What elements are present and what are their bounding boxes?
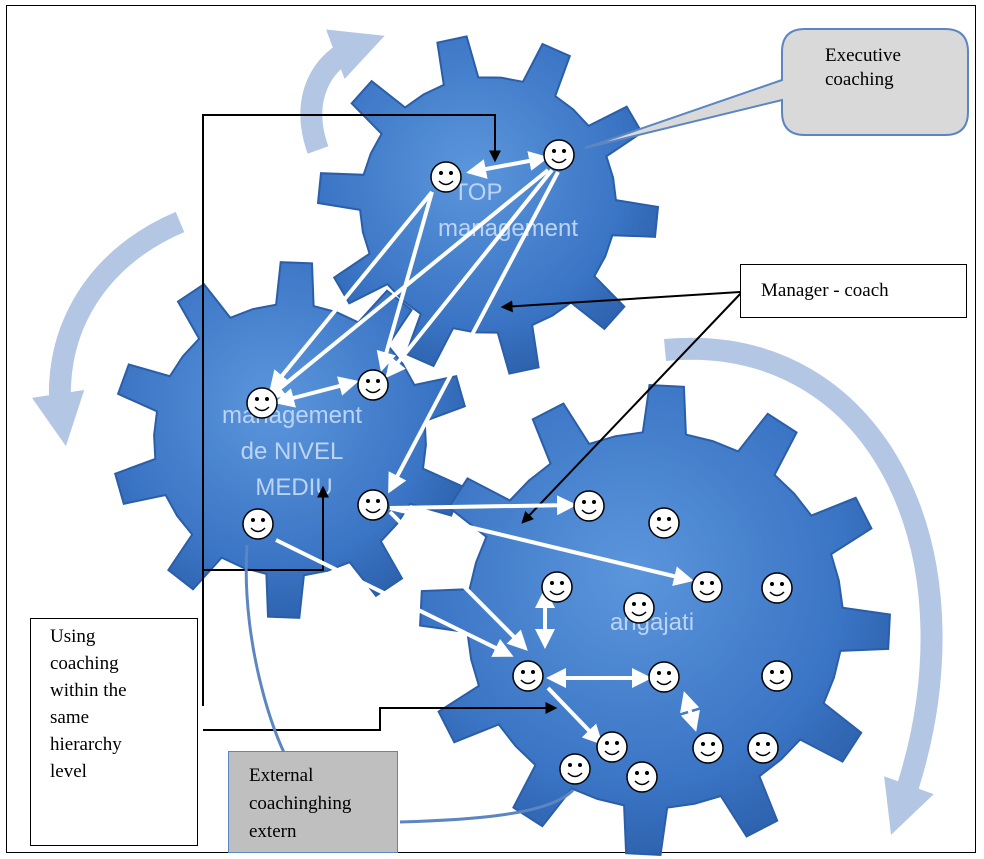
executive-coaching-callout: Executive coaching <box>782 30 970 134</box>
middle-gear-label-2: de NIVEL <box>241 438 344 465</box>
smiley-face-icon <box>692 732 724 764</box>
middle-gear-label-3: MEDIU <box>255 474 332 501</box>
gears <box>113 35 891 856</box>
external-coaching-line-3: extern <box>249 821 297 842</box>
smiley-face-icon <box>559 753 591 785</box>
using-coaching-line-6: level <box>50 761 87 782</box>
external-coaching-box: External coachinghing extern <box>228 751 398 853</box>
smiley-face-icon <box>596 731 628 763</box>
coaching-arrow <box>388 171 560 494</box>
executive-coaching-line-1: Executive <box>825 45 901 66</box>
manager-coach-arrows <box>500 291 743 524</box>
using-coaching-line-2: coaching <box>50 653 119 674</box>
smiley-face-icon <box>512 660 544 692</box>
smiley-face-icon <box>626 761 658 793</box>
cycle-arrow-top <box>300 29 385 154</box>
executive-coaching-line-2: coaching <box>825 69 894 90</box>
executive-callout-shape <box>584 28 969 149</box>
coaching-arrow <box>389 506 694 586</box>
top-gear-label-1: TOP <box>454 179 503 206</box>
external-coaching-line-1: External <box>249 765 314 786</box>
coaching-arrow <box>274 376 359 408</box>
smiley-face-icon <box>357 369 389 401</box>
smiley-face-icon <box>761 660 793 692</box>
middle-gear-label-1: management <box>222 402 362 429</box>
smiley-face-icon <box>543 139 575 171</box>
smiley-face-icon <box>246 387 278 419</box>
coaching-arrow <box>385 168 554 379</box>
smiley-face-icon <box>761 572 793 604</box>
coaching-arrow <box>388 510 528 651</box>
smiley-face-icon <box>747 732 779 764</box>
smiley-face-icon <box>430 161 462 193</box>
bracket-line-middle <box>203 485 329 571</box>
using-coaching-line-4: same <box>50 707 90 728</box>
smiley-face-icon <box>541 571 573 603</box>
top-gear-label-2: management <box>438 215 578 242</box>
manager-coach-box: Manager - coach <box>740 264 967 318</box>
smiley-face-icon <box>573 490 605 522</box>
using-coaching-line-1: Using <box>50 626 96 647</box>
bracket-line-bottom <box>203 702 558 731</box>
smiley-face-icon <box>623 592 655 624</box>
coaching-arrow <box>466 151 549 179</box>
using-coaching-line-3: within the <box>50 680 127 701</box>
smiley-face-icon <box>357 489 389 521</box>
smiley-face-icon <box>691 571 723 603</box>
coaching-arrows <box>264 151 700 745</box>
smiley-face-icon <box>648 661 680 693</box>
external-coaching-line-2: coachinghing <box>249 793 352 814</box>
coaching-arrow <box>389 495 577 516</box>
coaching-arrow <box>680 691 700 732</box>
cycle-arrows <box>31 29 943 835</box>
cycle-arrow-left <box>31 211 185 447</box>
using-coaching-line-5: hierarchy <box>50 734 122 755</box>
smiley-face-icon <box>242 508 274 540</box>
hierarchy-bracket <box>202 114 558 731</box>
using-coaching-box: Using coaching within the same hierarchy… <box>30 618 198 846</box>
cycle-arrow-right <box>663 337 943 835</box>
coaching-arrow <box>376 191 434 372</box>
coaching-arrow <box>264 168 550 401</box>
bracket-line <box>202 114 501 706</box>
coaching-arrow <box>546 686 603 745</box>
coaching-arrow <box>269 190 434 392</box>
smiley-face-icon <box>648 507 680 539</box>
coaching-faces <box>242 139 793 793</box>
coaching-arrow <box>275 538 514 657</box>
